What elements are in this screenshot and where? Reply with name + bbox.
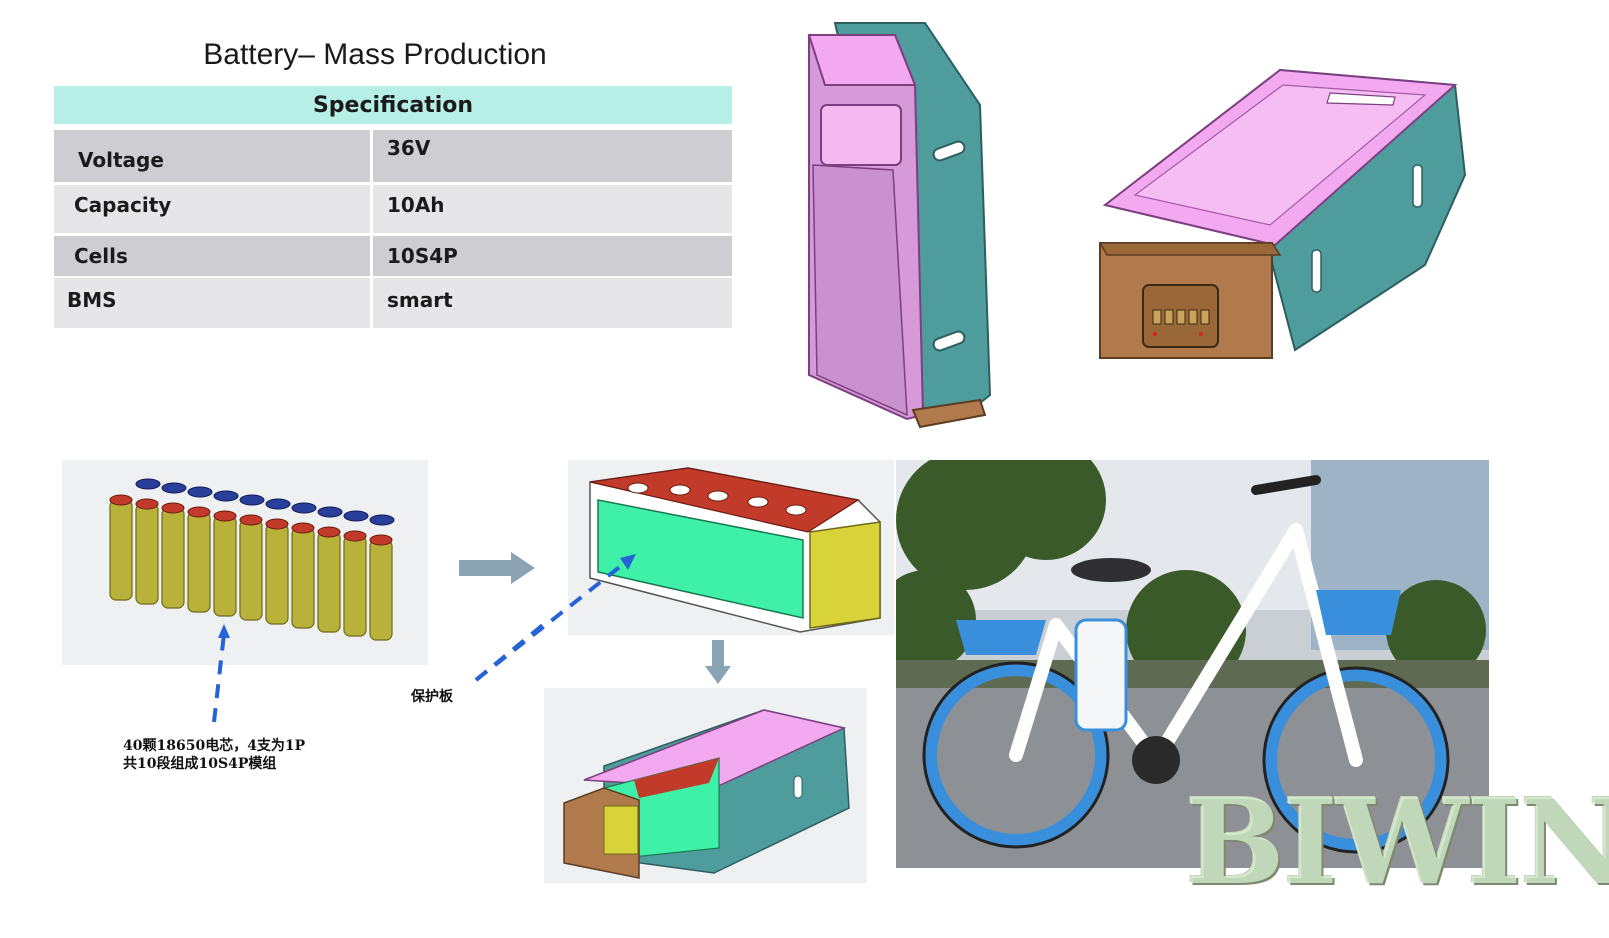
protection-board-label: 保护板 [411,689,453,705]
spec-value: smart [370,278,732,328]
spec-table-header: Specification [54,86,732,124]
page-title: Battery– Mass Production [203,38,547,71]
arrow-right-icon [459,552,535,584]
battery-cutaway-image [544,688,867,883]
spec-value: 36V [370,130,732,182]
shared-bike-photo [896,460,1489,868]
spec-label: Cells [74,244,128,268]
spec-label: Capacity [74,193,172,217]
module-pcb-image [568,460,894,635]
spec-value: 10Ah [370,185,732,233]
cells-caption-line2: 共10段组成10S4P模组 [123,756,277,772]
spec-label: Voltage [78,148,164,172]
spec-label: BMS [67,288,117,312]
battery-cad-isometric-image [1098,68,1467,359]
spec-row-cells: Cells 10S4P [54,236,732,276]
battery-cad-vertical-image [807,22,992,429]
dashed-arrow-pcb [474,554,636,682]
cells-caption-line1: 40颗18650电芯，4支为1P [123,738,306,754]
spec-row-capacity: Capacity 10Ah [54,185,732,233]
spec-value: 10S4P [370,236,732,276]
spec-row-voltage: Voltage 36V [54,130,732,182]
cell-module-image [62,460,428,665]
brand-watermark: BIWIN [1185,772,1609,911]
spec-row-bms: BMS smart [54,278,732,328]
arrow-down-icon [705,640,731,684]
